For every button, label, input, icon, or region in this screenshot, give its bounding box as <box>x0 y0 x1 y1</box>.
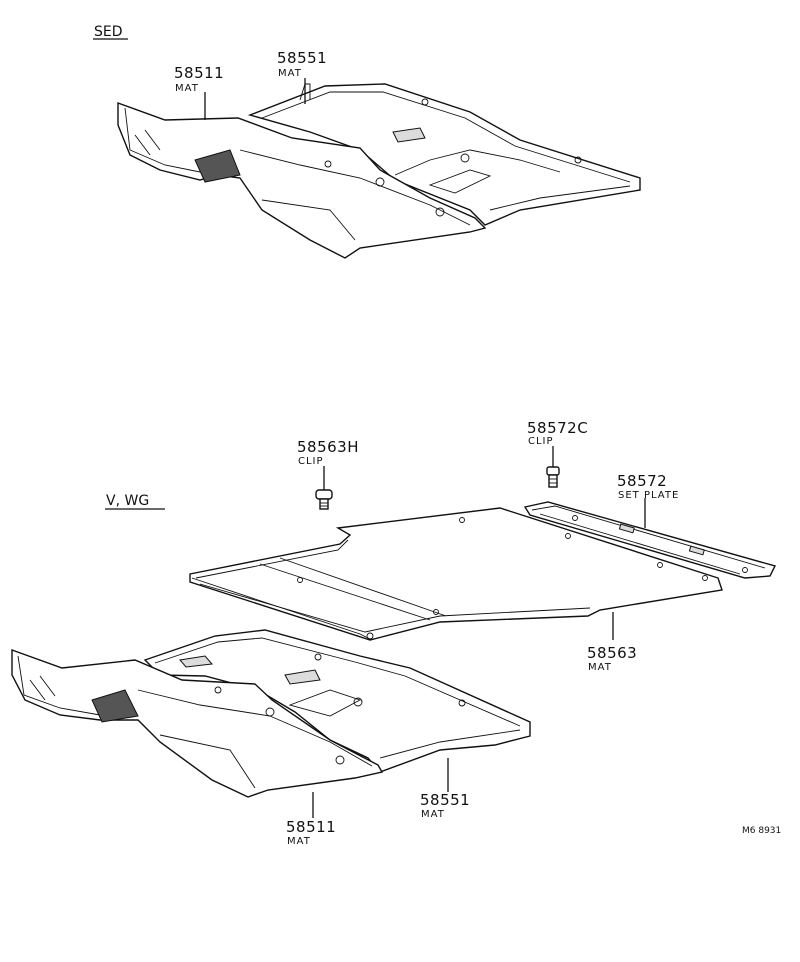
part-desc-58572c: CLIP <box>528 436 554 447</box>
part-desc-58563h: CLIP <box>298 456 324 467</box>
clip-58572c <box>546 466 560 488</box>
part-number-58572: 58572 <box>617 472 667 490</box>
part-number-sed-58551: 58551 <box>277 49 327 67</box>
part-desc-58563: MAT <box>588 662 612 673</box>
figure-code: M6 8931 <box>742 826 781 836</box>
part-desc-58572: SET PLATE <box>618 490 679 501</box>
sedan-rear-mat <box>247 83 641 226</box>
clip-58563h <box>315 489 333 510</box>
part-number-58563h: 58563H <box>297 438 359 456</box>
set-plate-58572 <box>523 501 777 579</box>
part-number-sed-58511: 58511 <box>174 64 224 82</box>
part-number-wg-58511: 58511 <box>286 818 336 836</box>
cargo-mat-58563 <box>189 507 723 641</box>
part-desc-sed-58511: MAT <box>175 83 199 94</box>
wagon-front-mat <box>11 649 384 798</box>
van-wagon-section: V, WG 58563H CLIP 58572C CLIP <box>11 419 777 847</box>
part-desc-wg-58551: MAT <box>421 809 445 820</box>
sedan-section: SED 58511 M <box>93 24 641 259</box>
part-number-58572c: 58572C <box>527 419 588 437</box>
section-label-van-wagon: V, WG <box>106 493 149 509</box>
part-number-wg-58551: 58551 <box>420 791 470 809</box>
sedan-front-mat <box>117 102 487 259</box>
part-desc-wg-58511: MAT <box>287 836 311 847</box>
part-desc-sed-58551: MAT <box>278 68 302 79</box>
part-number-58563: 58563 <box>587 644 637 662</box>
section-label-sedan: SED <box>94 24 123 40</box>
